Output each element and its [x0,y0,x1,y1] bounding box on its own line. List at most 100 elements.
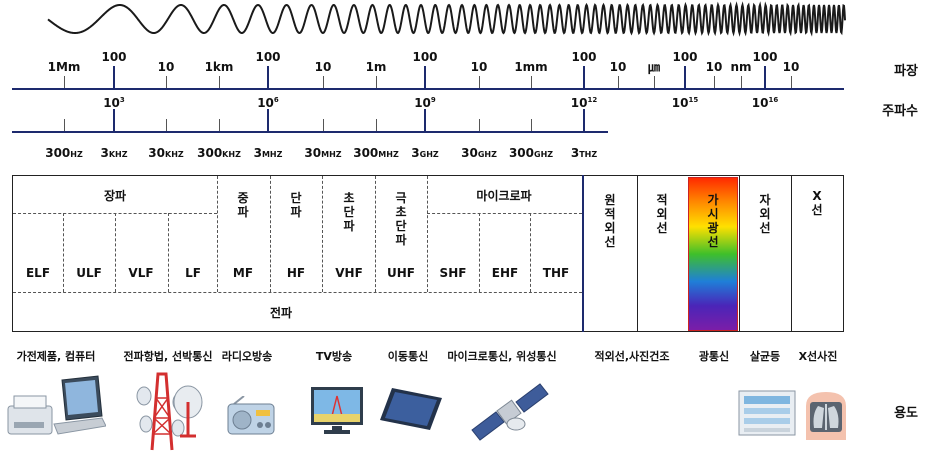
usage-label: 적외선,사진건조 [594,350,670,363]
power-exponent: 6 [273,96,279,104]
radio-tower-icon [136,372,188,451]
frequency-tick-mark [219,119,220,131]
wavelength-tick-minor [741,76,742,88]
usage-label: 살균등 [749,350,781,363]
wavelength-tick-label: ㎛ [647,60,661,74]
power-base: 10 [414,96,431,110]
power-exponent: 3 [119,96,125,104]
wavelength-tick-label: 1Mm [47,60,81,74]
power-tick-mark [267,109,269,131]
band-group-label: 중파 [237,191,249,219]
microwave-label: 마이크로파 [476,189,532,203]
wavelength-tick-major [113,66,115,88]
spectrum-label: 가시광선 [707,193,719,249]
usage-label: 마이크로통신, 위성통신 [447,350,557,363]
wavelength-tick-label: 10 [705,60,723,74]
band-label: VLF [128,266,154,280]
frequency-unit: THZ [579,150,598,159]
frequency-tick-label: 30GHZ [461,146,497,162]
wavelength-tick-label: 100 [412,50,438,64]
band-grid [12,175,844,332]
radio-wave-label: 전파 [269,306,293,320]
wavelength-tick-minor [64,76,65,88]
xray-icon [806,392,846,440]
frequency-row-label: 주파수 [882,104,918,119]
wavelength-tick-minor [166,76,167,88]
tv-icon [311,387,363,434]
band-label: VHF [335,266,363,280]
wavelength-tick-label: 10 [470,60,488,74]
power-base: 10 [570,96,588,110]
frequency-number: 30 [461,146,478,160]
spectrum-label: X선 [811,189,823,217]
wavelength-axis [12,88,844,90]
usage-label: 전파항법, 선박통신 [123,350,213,363]
frequency-tick-label: 3GHZ [411,146,438,162]
power-tick-label: 1012 [571,96,597,110]
frequency-number: 3 [570,146,580,160]
wavelength-tick-minor [376,76,377,88]
satellite-icon [471,383,549,441]
wavelength-tick-label: nm [730,60,752,74]
frequency-number: 300 [45,146,71,160]
wavelength-tick-major [424,66,426,88]
wavelength-tick-label: 10 [782,60,800,74]
power-tick-label: 1016 [752,96,778,110]
band-label: SHF [439,266,467,280]
wavelength-tick-minor [479,76,480,88]
frequency-axis [12,131,608,133]
wavelength-tick-minor [219,76,220,88]
frequency-unit: MHZ [321,150,342,159]
power-tick-label: 106 [257,96,279,110]
frequency-unit: KHZ [222,150,241,159]
wavelength-tick-minor [714,76,715,88]
printer-laptop-icon [7,375,106,435]
frequency-unit: KHZ [165,150,184,159]
frequency-tick-label: 300KHZ [197,146,241,162]
frequency-tick-mark [166,119,167,131]
wave-graphic [47,1,846,37]
radio-icon [227,396,275,435]
band-label: MF [232,266,254,280]
frequency-unit: KHZ [108,150,128,159]
frequency-number: 3 [253,146,262,160]
visible-light-spectrum [688,177,738,331]
wavelength-tick-label: 1mm [514,60,548,74]
frequency-tick-label: 300HZ [45,146,83,162]
frequency-number: 30 [148,146,165,160]
usage-row-label: 용도 [894,406,918,421]
frequency-tick-mark [531,119,532,131]
spectrum-label: 자외선 [759,193,771,235]
frequency-number: 300 [353,146,379,160]
power-base: 10 [671,96,689,110]
usage-label: 라디오방송 [221,350,273,363]
wavelength-tick-minor [323,76,324,88]
usage-label: 가전제품, 컴퓨터 [16,350,96,363]
band-group-label: 초단파 [343,191,355,233]
spectrum-label: 원적외선 [604,193,616,249]
frequency-tick-mark [376,119,377,131]
radio-optical-divider [582,175,584,332]
frequency-unit: GHZ [534,150,554,159]
wavelength-tick-major [764,66,766,88]
frequency-tick-label: 3KHZ [100,146,127,162]
band-label: THF [542,266,570,280]
frequency-unit: GHZ [477,150,497,159]
band-group-label: 단파 [290,191,302,219]
band-label: ELF [25,266,51,280]
power-exponent: 12 [587,96,598,104]
wavelength-tick-label: 10 [314,60,332,74]
spectrum-label: 적외선 [656,193,668,235]
wavelength-tick-major [583,66,585,88]
smartphone-icon [380,388,442,430]
frequency-tick-label: 30KHZ [148,146,183,162]
power-exponent: 9 [430,96,436,104]
frequency-tick-label: 300GHZ [509,146,553,162]
frequency-unit: MHZ [378,150,399,159]
frequency-tick-label: 300MHZ [353,146,399,162]
wavelength-tick-label: 1km [204,60,234,74]
frequency-tick-mark [64,119,65,131]
usage-label: 이동통신 [387,350,429,363]
wavelength-tick-label: 10 [609,60,627,74]
power-tick-mark [583,109,585,131]
